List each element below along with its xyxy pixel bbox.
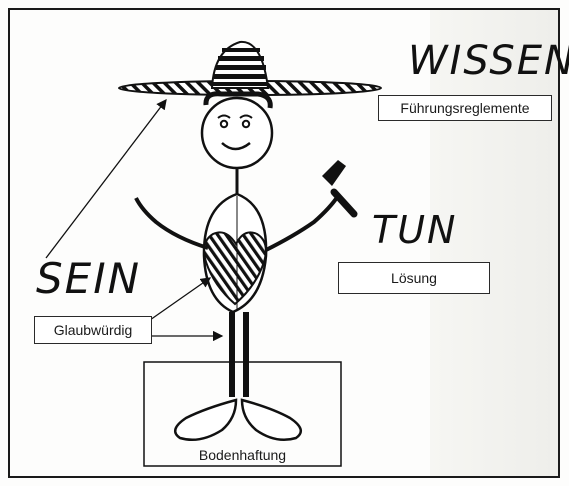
word-wissen: WISSEN — [408, 38, 569, 84]
word-tun: TUN — [372, 208, 457, 252]
left-arm — [136, 198, 208, 248]
head — [202, 98, 272, 168]
right-arm — [266, 196, 338, 250]
word-sein: SEIN — [36, 254, 141, 303]
legs — [229, 312, 249, 397]
label-loesung: Lösung — [338, 262, 490, 294]
left-foot — [175, 400, 236, 440]
arrow-sein-to-hat — [46, 100, 166, 258]
right-foot — [242, 400, 301, 440]
hammer-icon — [322, 160, 354, 214]
label-glaubwuerdig: Glaubwürdig — [34, 316, 152, 344]
label-bodenhaftung: Bodenhaftung — [145, 444, 340, 466]
label-fuehrungsreglemente: Führungsreglemente — [378, 95, 552, 121]
arrow-glaubwuerdig-to-heart — [150, 278, 210, 320]
hat-crown — [212, 42, 268, 88]
